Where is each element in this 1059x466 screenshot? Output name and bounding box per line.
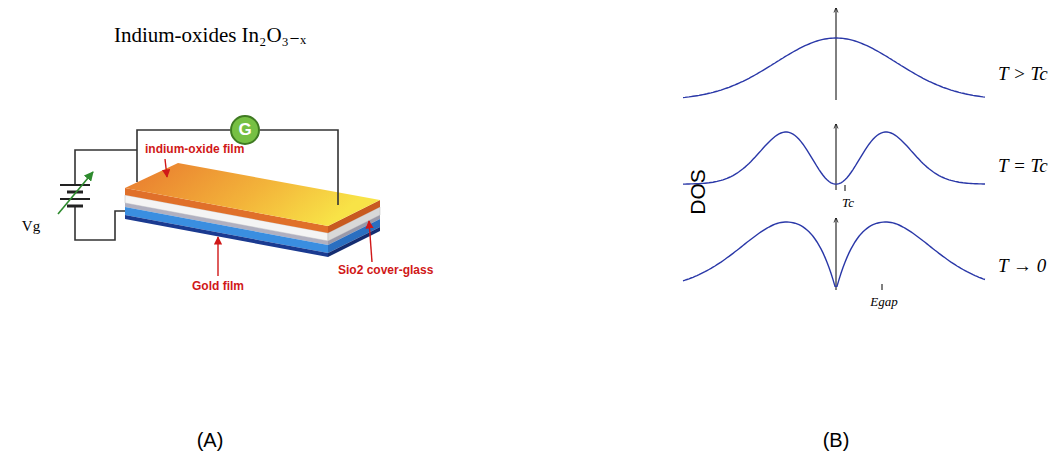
panel-title: Indium-oxides In₂O₃₋ₓ (114, 24, 306, 47)
panel-label: (B) (823, 429, 850, 451)
dos-curve (683, 38, 985, 98)
tick-label: Tc (842, 196, 854, 210)
part-label: Gold film (192, 280, 244, 293)
wire (75, 130, 338, 240)
part-label: Sio2 cover-glass (338, 264, 433, 277)
panel-label: (A) (197, 429, 224, 451)
voltage-label: Vg (22, 218, 40, 235)
dos-curve (683, 222, 985, 286)
temperature-label: T = Tc (998, 156, 1048, 177)
temperature-label: T > Tc (998, 64, 1048, 85)
axis-label: DOS (686, 169, 709, 215)
part-label: indium-oxide film (145, 143, 244, 156)
temperature-label: T → 0 (998, 256, 1046, 277)
galvanometer-symbol: G (230, 115, 260, 145)
dos-curve (683, 38, 985, 286)
dos-curve (683, 132, 985, 184)
variable-arrow (58, 172, 93, 214)
film-stack (125, 163, 380, 257)
meter-letter: G (238, 120, 251, 140)
tick-label: Egap (870, 295, 897, 309)
battery-symbol (60, 185, 90, 206)
leader-arrow (165, 159, 372, 276)
